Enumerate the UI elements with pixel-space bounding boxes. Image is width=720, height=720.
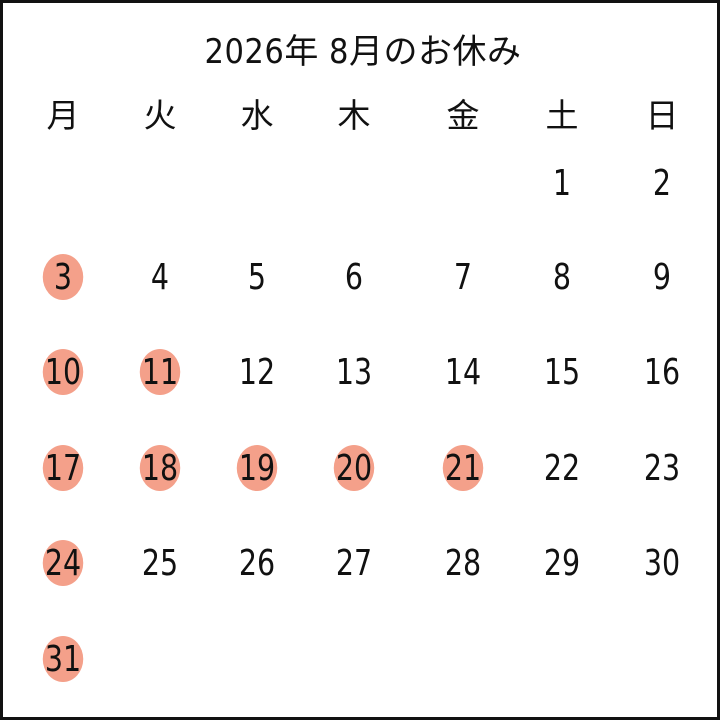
day-cell-holiday: 21 xyxy=(423,433,502,503)
day-cell-holiday: 11 xyxy=(120,337,199,407)
weekday-header: 日 xyxy=(645,96,679,135)
day-cell: 27 xyxy=(314,528,393,598)
day-cell-holiday: 19 xyxy=(217,433,296,503)
day-cell: 13 xyxy=(314,337,393,407)
day-number: 20 xyxy=(335,447,373,489)
calendar-title: 2026年 8月のお休み xyxy=(204,32,522,72)
weekday-header: 月 xyxy=(46,96,80,135)
day-cell: 6 xyxy=(314,242,393,312)
day-number: 23 xyxy=(643,447,681,489)
day-cell: 14 xyxy=(423,337,502,407)
day-cell: 26 xyxy=(217,528,296,598)
day-cell-holiday: 24 xyxy=(23,528,102,598)
day-number: 5 xyxy=(247,256,267,298)
day-number: 4 xyxy=(150,256,170,298)
day-number: 31 xyxy=(44,638,82,680)
day-cell: 25 xyxy=(120,528,199,598)
holiday-marker xyxy=(42,254,84,300)
day-number: 6 xyxy=(344,256,364,298)
holiday-marker xyxy=(139,349,181,395)
weekday-header: 金 xyxy=(446,96,480,135)
holiday-marker xyxy=(42,636,84,682)
day-number: 27 xyxy=(335,542,373,584)
holiday-marker xyxy=(42,445,84,491)
day-cell-holiday: 18 xyxy=(120,433,199,503)
day-cell: 9 xyxy=(622,242,701,312)
weekday-header: 木 xyxy=(337,96,371,135)
day-cell: 23 xyxy=(622,433,701,503)
day-number: 14 xyxy=(444,351,482,393)
day-cell: 30 xyxy=(622,528,701,598)
day-number: 18 xyxy=(141,447,179,489)
day-cell-holiday: 20 xyxy=(314,433,393,503)
day-cell: 16 xyxy=(622,337,701,407)
day-number: 9 xyxy=(652,256,672,298)
day-cell-holiday: 10 xyxy=(23,337,102,407)
day-number: 8 xyxy=(552,256,572,298)
day-number: 10 xyxy=(44,351,82,393)
day-number: 22 xyxy=(543,447,581,489)
day-cell: 29 xyxy=(522,528,601,598)
day-number: 13 xyxy=(335,351,373,393)
day-number: 28 xyxy=(444,542,482,584)
day-number: 24 xyxy=(44,542,82,584)
day-cell: 7 xyxy=(423,242,502,312)
day-number: 11 xyxy=(141,351,179,393)
day-cell-holiday: 3 xyxy=(23,242,102,312)
day-number: 29 xyxy=(543,542,581,584)
day-cell: 8 xyxy=(522,242,601,312)
day-number: 17 xyxy=(44,447,82,489)
day-cell: 22 xyxy=(522,433,601,503)
day-cell-holiday: 31 xyxy=(23,624,102,694)
day-cell: 4 xyxy=(120,242,199,312)
holiday-marker xyxy=(139,445,181,491)
day-number: 12 xyxy=(238,351,276,393)
day-cell: 1 xyxy=(522,148,601,218)
day-number: 1 xyxy=(552,162,572,204)
holiday-marker xyxy=(236,445,278,491)
day-number: 2 xyxy=(652,162,672,204)
day-cell: 28 xyxy=(423,528,502,598)
day-cell: 5 xyxy=(217,242,296,312)
weekday-header: 火 xyxy=(143,96,177,135)
holiday-marker xyxy=(42,349,84,395)
day-cell-holiday: 17 xyxy=(23,433,102,503)
holiday-marker xyxy=(42,540,84,586)
day-number: 15 xyxy=(543,351,581,393)
day-number: 16 xyxy=(643,351,681,393)
holiday-marker xyxy=(442,445,484,491)
day-number: 30 xyxy=(643,542,681,584)
day-number: 3 xyxy=(53,256,73,298)
day-number: 7 xyxy=(453,256,473,298)
day-number: 25 xyxy=(141,542,179,584)
day-number: 19 xyxy=(238,447,276,489)
weekday-header: 水 xyxy=(240,96,274,135)
day-number: 21 xyxy=(444,447,482,489)
day-cell: 15 xyxy=(522,337,601,407)
holiday-marker xyxy=(333,445,375,491)
day-number: 26 xyxy=(238,542,276,584)
day-cell: 12 xyxy=(217,337,296,407)
weekday-header: 土 xyxy=(545,96,579,135)
day-cell: 2 xyxy=(622,148,701,218)
